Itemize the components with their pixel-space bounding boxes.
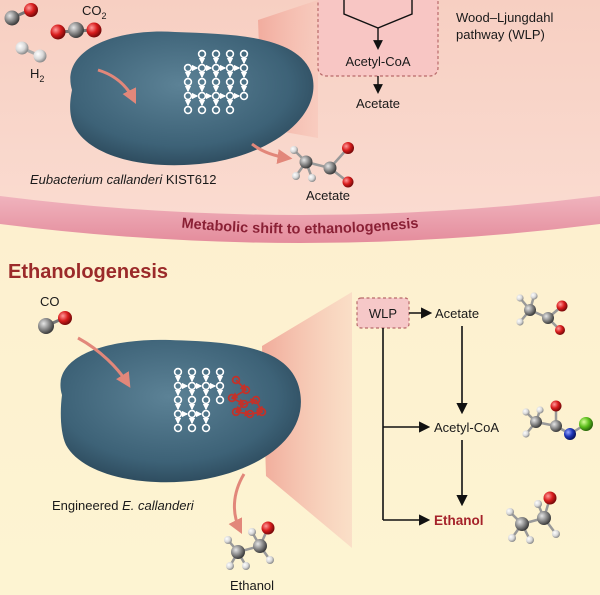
bacterium-wildtype: [70, 31, 314, 166]
flow-acetate-label: Acetate: [435, 306, 479, 321]
organism-label-engineered: Engineered E. callanderi: [52, 498, 195, 513]
metabolic-shift-banner: Metabolic shift to ethanologenesis: [0, 196, 600, 243]
ethanol-molecule-icon: [224, 521, 275, 570]
zoom-cone-bottom: [262, 292, 352, 548]
ethanol-product-label: Ethanol: [230, 578, 274, 593]
wlp-acetate-label: Acetate: [356, 96, 400, 111]
h2-molecule-icon: [15, 41, 47, 63]
ethanol-flow-molecule-icon: [506, 491, 560, 544]
organism-label-wildtype: Eubacterium callanderi KIST612: [30, 172, 216, 187]
flow-acetyl-coa-label: Acetyl-CoA: [434, 420, 499, 435]
ethanol-pathway-icon: [227, 375, 267, 419]
co2-molecule-icon: [50, 22, 102, 40]
co-uptake-arrow: [77, 336, 131, 388]
metabolic-network-icon: [183, 49, 249, 115]
wlp-node-label: WLP: [369, 306, 397, 321]
wlp-detail-box: Acetyl-CoA: [317, 0, 439, 77]
metabolic-network-engineered-icon: [173, 367, 225, 433]
acetate-molecule-icon: [290, 142, 354, 188]
co-molecule-icon: [4, 3, 38, 26]
co2-label: CO2: [82, 3, 107, 21]
co-molecule-bottom-icon: [38, 311, 72, 334]
acetate-flow-molecule-icon: [516, 292, 568, 335]
banner-text: Metabolic shift to ethanologenesis: [181, 216, 419, 238]
gas-uptake-arrow: [97, 68, 137, 105]
wlp-caption-line1: Wood–Ljungdahl: [456, 10, 553, 25]
section-heading: Ethanologenesis: [8, 261, 168, 283]
ethanol-output-arrow: [228, 473, 246, 535]
acetyl-coa-molecule-icon: [522, 400, 593, 440]
wlp-caption-line2: pathway (WLP): [456, 27, 545, 42]
h2-label: H2: [30, 66, 44, 84]
flow-ethanol-label: Ethanol: [434, 513, 484, 528]
wlp-acetyl-coa-label: Acetyl-CoA: [345, 54, 410, 69]
acetate-output-arrow: [251, 142, 293, 164]
co-label: CO: [40, 294, 60, 309]
acetate-product-label: Acetate: [306, 188, 350, 203]
ethanologenesis-flow: WLP Acetate Acetyl-CoA Ethanol: [356, 297, 499, 528]
